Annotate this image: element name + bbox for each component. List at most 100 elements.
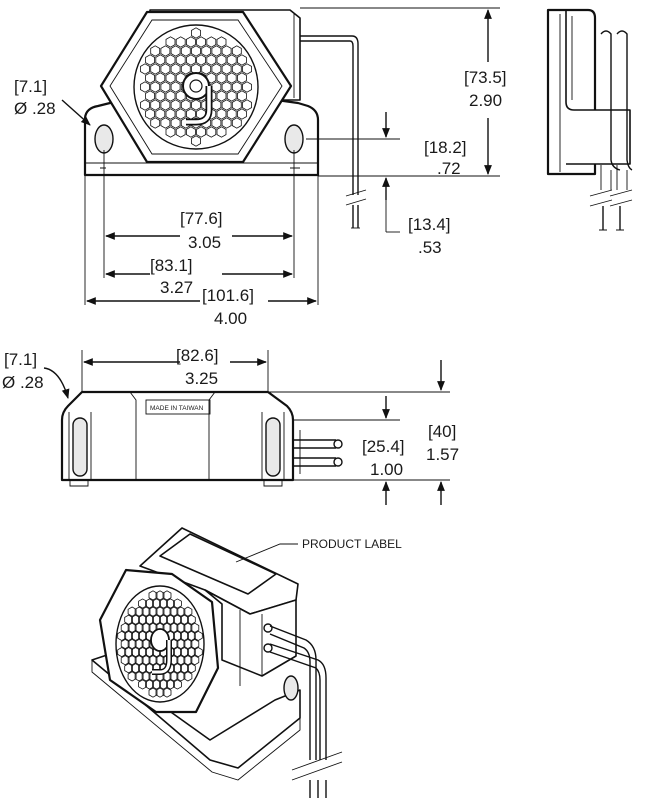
overall-width-metric: [101.6] bbox=[202, 286, 254, 305]
grille-cell bbox=[206, 54, 217, 66]
grille-cell bbox=[190, 622, 200, 633]
grille-cell bbox=[159, 679, 168, 690]
grille-cell bbox=[145, 614, 154, 625]
grille-cell bbox=[216, 90, 227, 102]
grille-cell bbox=[165, 54, 176, 66]
grille-cell bbox=[173, 647, 182, 658]
grille-cell bbox=[180, 630, 189, 641]
grille-cell bbox=[211, 117, 222, 129]
grille-cell bbox=[160, 45, 171, 57]
grille-cell bbox=[127, 655, 137, 666]
grille-cell bbox=[150, 63, 161, 75]
grille-cell bbox=[138, 614, 147, 625]
grille-cell bbox=[216, 54, 227, 66]
grille-cell bbox=[237, 90, 247, 102]
product-label-callout: PRODUCT LABEL bbox=[235, 537, 402, 563]
hole-spacing-imperial: 3.05 bbox=[188, 233, 221, 252]
grille-cell bbox=[160, 63, 171, 75]
grille-cell bbox=[173, 614, 182, 625]
grille-cell bbox=[183, 606, 193, 617]
grille-cell bbox=[221, 117, 232, 129]
grille-cell bbox=[155, 90, 166, 102]
grille-cell bbox=[134, 622, 144, 633]
grille-cell bbox=[150, 45, 161, 57]
body-length-metric: [82.6] bbox=[176, 346, 219, 365]
grille-cell bbox=[175, 72, 186, 84]
grille-cell bbox=[231, 117, 242, 129]
grille-cell bbox=[138, 679, 147, 690]
grille-cell bbox=[134, 606, 144, 617]
grille-cell bbox=[237, 54, 247, 66]
grille-cell bbox=[155, 590, 165, 601]
grille-cell bbox=[138, 647, 147, 658]
bottom-view: MADE IN TAIWAN bbox=[60, 390, 343, 487]
grille-cell bbox=[187, 630, 196, 641]
grille-cell bbox=[216, 72, 227, 84]
grille-cell bbox=[141, 606, 151, 617]
grille-cell bbox=[131, 630, 140, 641]
grille-cell bbox=[231, 63, 242, 75]
grille-cell bbox=[183, 638, 193, 650]
grille-cell bbox=[150, 81, 161, 93]
grille-cell bbox=[216, 36, 227, 48]
front-hole-metric: [7.1] bbox=[14, 77, 47, 96]
grille-cell bbox=[173, 598, 182, 609]
grille-cell bbox=[124, 663, 133, 674]
grille-cell bbox=[152, 679, 161, 690]
grille-cell bbox=[120, 655, 130, 666]
grille-cell bbox=[196, 126, 206, 138]
grille-cell bbox=[175, 126, 186, 138]
grille-cell bbox=[175, 108, 186, 120]
grille-cell bbox=[221, 45, 232, 57]
grille-cell bbox=[159, 614, 168, 625]
grille-cell bbox=[127, 638, 137, 650]
bottom-hole-metric: [7.1] bbox=[4, 350, 37, 369]
grille-cell bbox=[127, 671, 137, 682]
grille-cell bbox=[242, 81, 252, 93]
side-view bbox=[546, 8, 633, 231]
grille-cell bbox=[141, 671, 151, 682]
grille-cell bbox=[226, 90, 237, 102]
grille-cell bbox=[117, 647, 127, 658]
grille-cell bbox=[145, 90, 155, 102]
grille-cell bbox=[117, 630, 127, 641]
grille-cell bbox=[134, 671, 144, 682]
grille-cell bbox=[221, 99, 232, 111]
grille-cell bbox=[242, 63, 252, 75]
grille-cell bbox=[170, 63, 181, 75]
grille-cell bbox=[201, 45, 212, 57]
grille-cell bbox=[131, 647, 140, 658]
grille-cell bbox=[176, 638, 186, 650]
slot-height-imperial: 1.00 bbox=[370, 460, 403, 479]
grille-cell bbox=[231, 99, 242, 111]
grille-cell bbox=[187, 614, 196, 625]
grille-cell bbox=[165, 36, 176, 48]
grille-cell bbox=[237, 72, 247, 84]
hole-span-imperial: 3.27 bbox=[160, 278, 193, 297]
grille-cell bbox=[175, 36, 186, 48]
grille-cell bbox=[190, 638, 200, 650]
grille-cell bbox=[148, 655, 158, 666]
grille-cell bbox=[216, 126, 227, 138]
front-logo bbox=[182, 72, 213, 126]
grille-cell bbox=[160, 81, 171, 93]
grille-cell bbox=[226, 72, 237, 84]
front-view bbox=[83, 9, 367, 229]
grille-cell bbox=[155, 54, 166, 66]
height-imperial: 2.90 bbox=[469, 91, 502, 110]
grille-cell bbox=[183, 671, 193, 682]
grille-cell bbox=[169, 622, 179, 633]
grille-cell bbox=[206, 72, 217, 84]
grille-cell bbox=[237, 108, 247, 120]
grille-cell bbox=[159, 598, 168, 609]
grille-cell bbox=[226, 108, 237, 120]
grille-cell bbox=[141, 622, 151, 633]
grille-cell bbox=[155, 655, 165, 666]
grille-cell bbox=[169, 671, 179, 682]
front-dimensions bbox=[61, 7, 500, 305]
grille-cell bbox=[131, 663, 140, 674]
grille-cell bbox=[138, 663, 147, 674]
grille-cell bbox=[211, 63, 222, 75]
grille-cell bbox=[191, 135, 201, 147]
hole-height-imperial: .72 bbox=[437, 159, 461, 178]
